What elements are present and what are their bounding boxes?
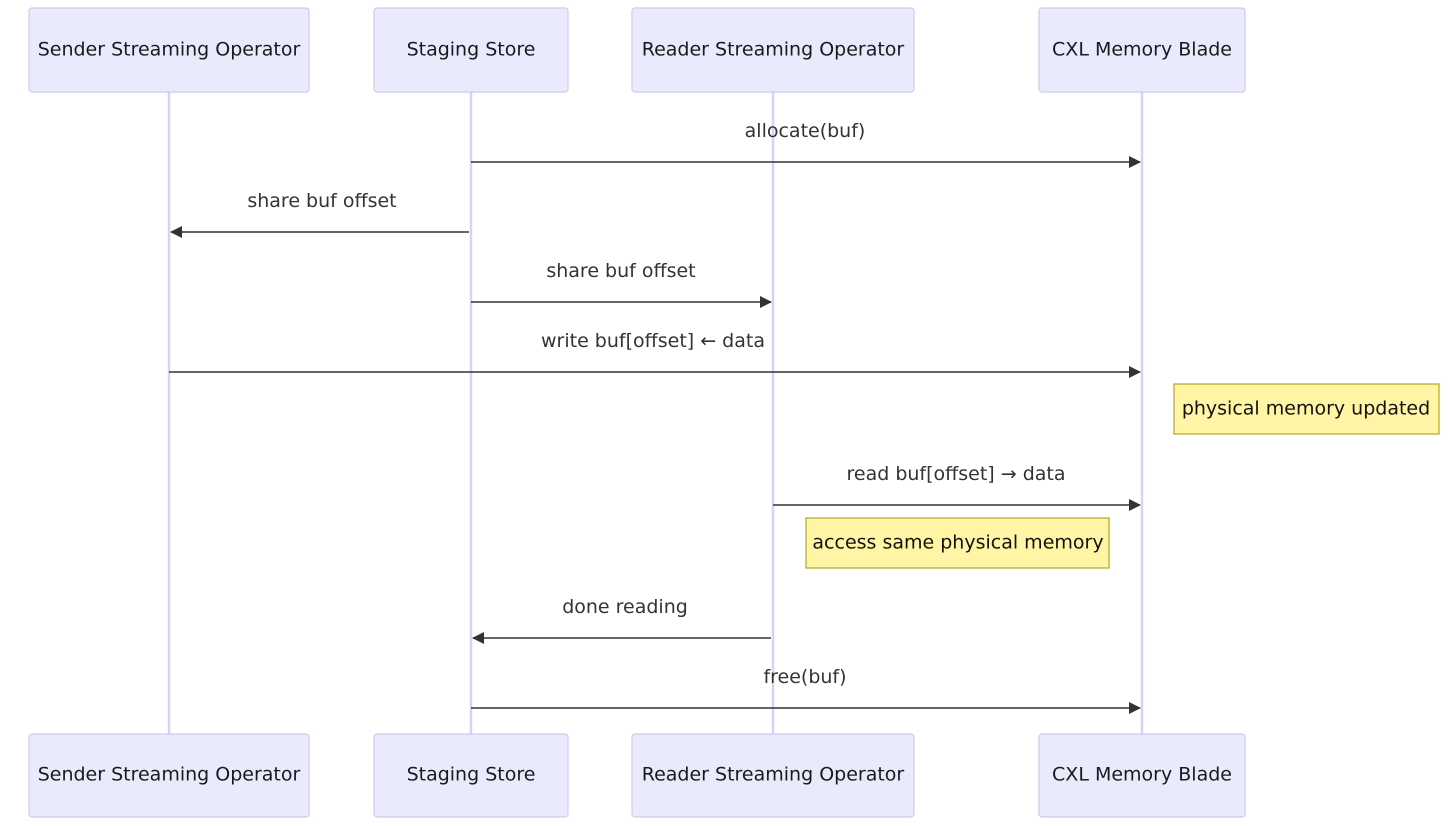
actor-reader-bottom: Reader Streaming Operator (631, 733, 915, 818)
actor-sender-bottom: Sender Streaming Operator (28, 733, 310, 818)
actor-sender-top-label: Sender Streaming Operator (38, 39, 301, 61)
message-share-offset-sender: share buf offset (170, 190, 469, 238)
message-done-reading: done reading (472, 596, 771, 644)
note-access-same-memory: access same physical memory (805, 517, 1110, 569)
actor-staging-top-label: Staging Store (407, 39, 536, 61)
note-physical-memory-updated: physical memory updated (1173, 383, 1440, 435)
message-share-offset-reader-label: share buf offset (546, 260, 695, 282)
message-allocate-label: allocate(buf) (745, 120, 866, 142)
message-done-reading-label: done reading (562, 596, 688, 618)
message-write-data-label: write buf[offset] ← data (541, 330, 765, 352)
actor-staging-bottom-label: Staging Store (407, 764, 536, 786)
note-access-same-memory-text: access same physical memory (812, 532, 1103, 554)
actor-cxl-bottom: CXL Memory Blade (1038, 733, 1246, 818)
actor-sender-bottom-label: Sender Streaming Operator (38, 764, 301, 786)
actor-reader-top: Reader Streaming Operator (631, 7, 915, 93)
actor-cxl-top: CXL Memory Blade (1038, 7, 1246, 93)
actor-cxl-top-label: CXL Memory Blade (1052, 39, 1232, 61)
actor-cxl-bottom-label: CXL Memory Blade (1052, 764, 1232, 786)
actor-staging-top: Staging Store (373, 7, 569, 93)
message-read-data: read buf[offset] → data (773, 463, 1141, 511)
note-physical-memory-updated-text: physical memory updated (1182, 398, 1430, 420)
message-free: free(buf) (471, 666, 1141, 714)
message-free-label: free(buf) (763, 666, 846, 688)
actor-reader-bottom-label: Reader Streaming Operator (642, 764, 905, 786)
message-write-data: write buf[offset] ← data (169, 330, 1141, 378)
actor-reader-top-label: Reader Streaming Operator (642, 39, 905, 61)
actor-staging-bottom: Staging Store (373, 733, 569, 818)
message-share-offset-reader: share buf offset (471, 260, 772, 308)
message-share-offset-sender-label: share buf offset (247, 190, 396, 212)
message-allocate: allocate(buf) (471, 120, 1141, 168)
actor-sender-top: Sender Streaming Operator (28, 7, 310, 93)
message-read-data-label: read buf[offset] → data (847, 463, 1066, 485)
